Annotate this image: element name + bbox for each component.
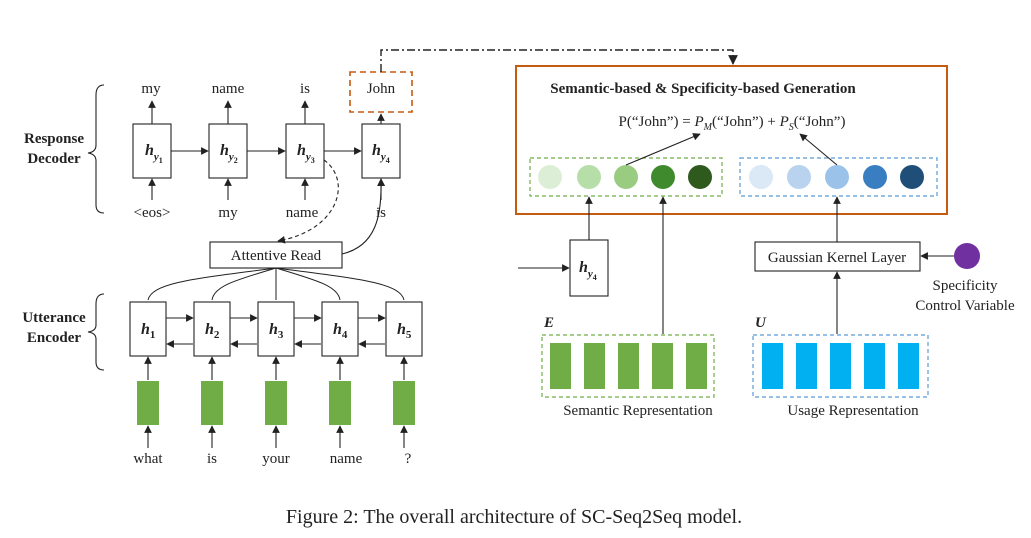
decoder-input-word: my — [218, 205, 238, 221]
attentive-read-label: Attentive Read — [231, 248, 322, 264]
decoder-hidden-label: hy1 — [145, 142, 163, 165]
semantic-representation: E Semantic Representation — [541, 196, 715, 419]
attention-context-arrow — [341, 178, 386, 255]
semantic-probability-group — [529, 157, 723, 197]
encoder-brace — [87, 293, 105, 371]
encoder-title-line1: Utterance — [22, 310, 86, 326]
semantic-representation-group — [541, 334, 715, 398]
decoder-input-word: <eos> — [134, 205, 171, 221]
encoder-hidden-label: h1 — [141, 321, 155, 341]
usage-vector-bar — [898, 343, 919, 389]
encoder-hidden-cell — [257, 301, 295, 357]
semantic-probability-dot — [577, 165, 601, 189]
semantic-representation-label: Semantic Representation — [563, 403, 713, 419]
attention-query-arrow — [277, 159, 339, 244]
decoder-output-word: name — [212, 81, 245, 97]
word-embedding-bar — [329, 381, 351, 425]
decoder-brace — [87, 84, 105, 214]
decoder-hidden-label: hy3 — [297, 142, 315, 165]
attentive-read: Attentive Read — [209, 159, 386, 269]
decoder-title-line1: Response — [24, 131, 84, 147]
usage-vector-bar — [796, 343, 817, 389]
encoder-title-line2: Encoder — [27, 330, 82, 346]
specificity-probability-group — [739, 157, 938, 197]
utterance-encoder: Utterance Encoder h1 h2 h3 h4 h5 — [22, 267, 423, 467]
specificity-to-formula-arrow — [799, 133, 838, 166]
semantic-probability-dot — [538, 165, 562, 189]
input-word: ? — [405, 451, 412, 467]
decoder-hidden-label: hy2 — [220, 142, 238, 165]
input-word: your — [262, 451, 290, 467]
semantic-probability-dot — [651, 165, 675, 189]
specificity-branch: Gaussian Kernel Layer Specificity Contro… — [752, 196, 1015, 419]
input-word: name — [330, 451, 363, 467]
probability-formula: P(“John”) = PM(“John”) + PS(“John”) — [619, 114, 846, 133]
semantic-vector-bar — [652, 343, 673, 389]
generation-frame — [515, 65, 948, 215]
specificity-probability-dot — [787, 165, 811, 189]
response-decoder: Response Decoder my name is John hy1 hy2… — [24, 71, 413, 221]
encoder-hidden-label: h3 — [269, 321, 284, 341]
semantic-matrix-letter: E — [543, 315, 554, 331]
semantic-vector-bar — [618, 343, 639, 389]
usage-vector-bar — [864, 343, 885, 389]
attention-fan-line — [211, 267, 277, 301]
decoder-output-word: my — [141, 81, 161, 97]
specificity-probability-dot — [825, 165, 849, 189]
input-word: is — [207, 451, 217, 467]
gaussian-kernel-label: Gaussian Kernel Layer — [768, 250, 906, 266]
specificity-label-line1: Specificity — [933, 278, 998, 294]
word-embedding-bar — [265, 381, 287, 425]
attentive-read-box — [209, 241, 343, 269]
usage-representation-group — [752, 334, 929, 398]
generation-title: Semantic-based & Specificity-based Gener… — [550, 81, 856, 97]
decoder-hidden-cell — [361, 123, 401, 179]
generation-module: Semantic-based & Specificity-based Gener… — [515, 65, 948, 215]
dash-dot-connector — [380, 49, 738, 72]
john-connector — [380, 49, 738, 72]
semantic-vector-bar — [584, 343, 605, 389]
encoder-hidden-cell — [385, 301, 423, 357]
word-embedding-bar — [137, 381, 159, 425]
encoder-hidden-label: h4 — [333, 321, 348, 341]
word-embedding-bar — [201, 381, 223, 425]
decoder-title-line2: Decoder — [27, 151, 81, 167]
decoder-output-word: John — [367, 81, 396, 97]
figure-caption: Figure 2: The overall architecture of SC… — [286, 506, 742, 528]
semantic-vector-bar — [686, 343, 707, 389]
attention-fan-line — [275, 267, 405, 301]
hy4-cell — [569, 239, 609, 297]
word-embedding-bar — [393, 381, 415, 425]
specificity-probability-dot — [749, 165, 773, 189]
usage-vector-bar — [830, 343, 851, 389]
semantic-probability-dot — [688, 165, 712, 189]
semantic-vector-bar — [550, 343, 571, 389]
encoder-hidden-cell — [321, 301, 359, 357]
specificity-control-dot — [954, 243, 980, 269]
usage-matrix-letter: U — [755, 315, 767, 331]
attention-fan-line — [147, 267, 277, 301]
attention-fan-line — [275, 267, 341, 301]
usage-vector-bar — [762, 343, 783, 389]
decoder-input-word: name — [286, 205, 319, 221]
decoder-input-word: is — [376, 205, 386, 221]
encoder-hidden-label: h2 — [205, 321, 220, 341]
decoder-hidden-cell — [285, 123, 325, 179]
hy4-label: hy4 — [579, 259, 597, 282]
specificity-probability-dot — [863, 165, 887, 189]
encoder-hidden-cell — [193, 301, 231, 357]
specificity-probability-dot — [900, 165, 924, 189]
encoder-hidden-cell — [129, 301, 167, 357]
decoder-state-input: hy4 — [518, 196, 609, 297]
input-word: what — [133, 451, 163, 467]
encoder-hidden-label: h5 — [397, 321, 412, 341]
specificity-label-line2: Control Variable — [915, 298, 1015, 314]
decoder-output-word: is — [300, 81, 310, 97]
semantic-probability-dot — [614, 165, 638, 189]
semantic-to-formula-arrow — [625, 133, 701, 166]
usage-representation-label: Usage Representation — [787, 403, 919, 419]
decoder-hidden-label: hy4 — [372, 142, 390, 165]
gaussian-kernel-box — [754, 241, 921, 272]
